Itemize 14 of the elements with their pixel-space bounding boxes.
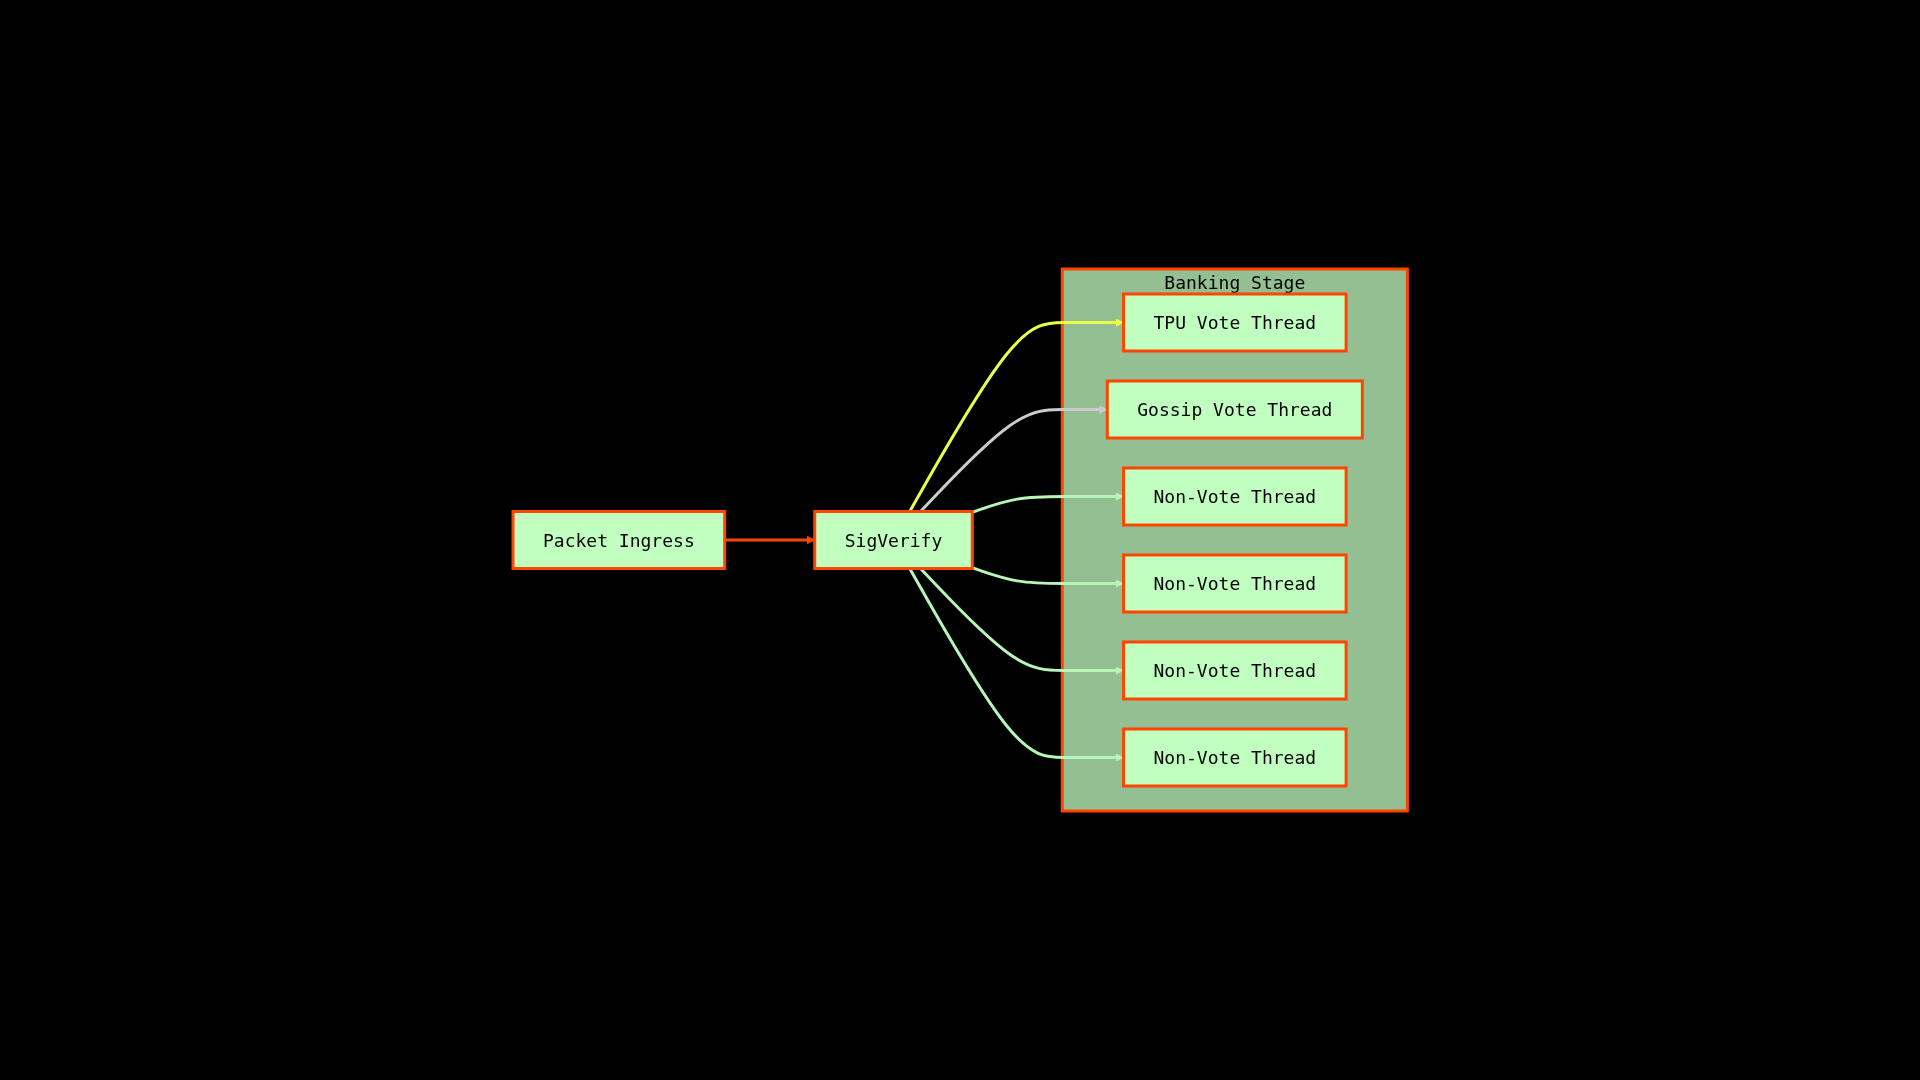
arrow [971, 566, 1124, 588]
node-box: TPU Vote Thread [1121, 292, 1348, 353]
node-box: Non-Vote Thread [1121, 640, 1348, 701]
node-box: Non-Vote Thread [1121, 466, 1348, 527]
arrow [908, 318, 1124, 513]
node-box: SigVerify [813, 510, 974, 570]
arrow [971, 492, 1124, 514]
arrow [724, 535, 815, 545]
node-box: Non-Vote Thread [1121, 727, 1348, 788]
node-box: Packet Ingress [511, 510, 727, 570]
node-box: Gossip Vote Thread [1105, 379, 1364, 440]
arrow [908, 567, 1124, 762]
arrow [919, 567, 1124, 675]
node-box: Non-Vote Thread [1121, 553, 1348, 614]
